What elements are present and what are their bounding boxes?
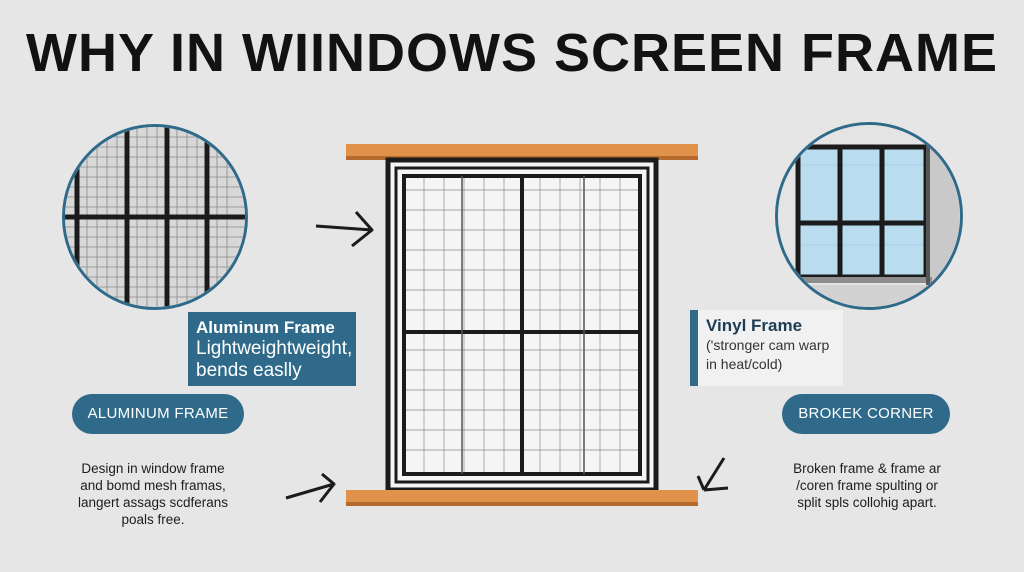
- aluminum-callout-heading: Aluminum Frame: [196, 318, 335, 337]
- aluminum-callout-line1: Lightweightweight,: [196, 338, 353, 359]
- description-line: and bomd mesh framas,: [80, 478, 226, 493]
- arrow-right-lower-icon: [696, 457, 729, 492]
- screen-mesh: [404, 176, 640, 474]
- bottom-sill: [346, 490, 698, 504]
- broken-corner-pill: BROKEK CORNER: [782, 394, 950, 434]
- aluminum-frame-callout: Aluminum Frame Lightweightweight, bends …: [188, 312, 356, 386]
- description-line: split spls collohig apart.: [797, 495, 937, 510]
- mesh-closeup-illustration: [65, 127, 245, 307]
- description-line: poals free.: [121, 512, 185, 527]
- top-sill: [346, 144, 698, 158]
- aluminum-callout-line2: bends easlly: [196, 360, 302, 381]
- description-line: Design in window frame: [81, 461, 225, 476]
- vinyl-callout-heading: Vinyl Frame: [706, 316, 803, 335]
- aluminum-closeup-circle: [62, 124, 248, 310]
- vinyl-closeup-circle: [775, 122, 963, 310]
- vinyl-window-illustration: [778, 125, 960, 307]
- description-line: /coren frame spulting or: [796, 478, 938, 493]
- vinyl-frame-callout: Vinyl Frame ('stronger cam warp in heat/…: [690, 310, 843, 386]
- arrow-left-upper-icon: [315, 211, 374, 248]
- broken-corner-description: Broken frame & frame ar /coren frame spu…: [772, 460, 962, 511]
- vinyl-callout-line1: ('stronger cam warp: [706, 337, 830, 353]
- page-title: WHY IN WIINDOWS SCREEN FRAME: [26, 23, 998, 83]
- screen-window-illustration: [346, 144, 698, 506]
- description-line: langert assags scdferans: [77, 495, 229, 510]
- aluminum-frame-pill: ALUMINUM FRAME: [72, 394, 244, 434]
- vinyl-callout-line2: in heat/cold): [706, 356, 783, 372]
- description-line: Broken frame & frame ar: [793, 461, 941, 476]
- aluminum-description: Design in window frame and bomd mesh fra…: [58, 460, 248, 528]
- arrow-left-lower-icon: [285, 472, 336, 503]
